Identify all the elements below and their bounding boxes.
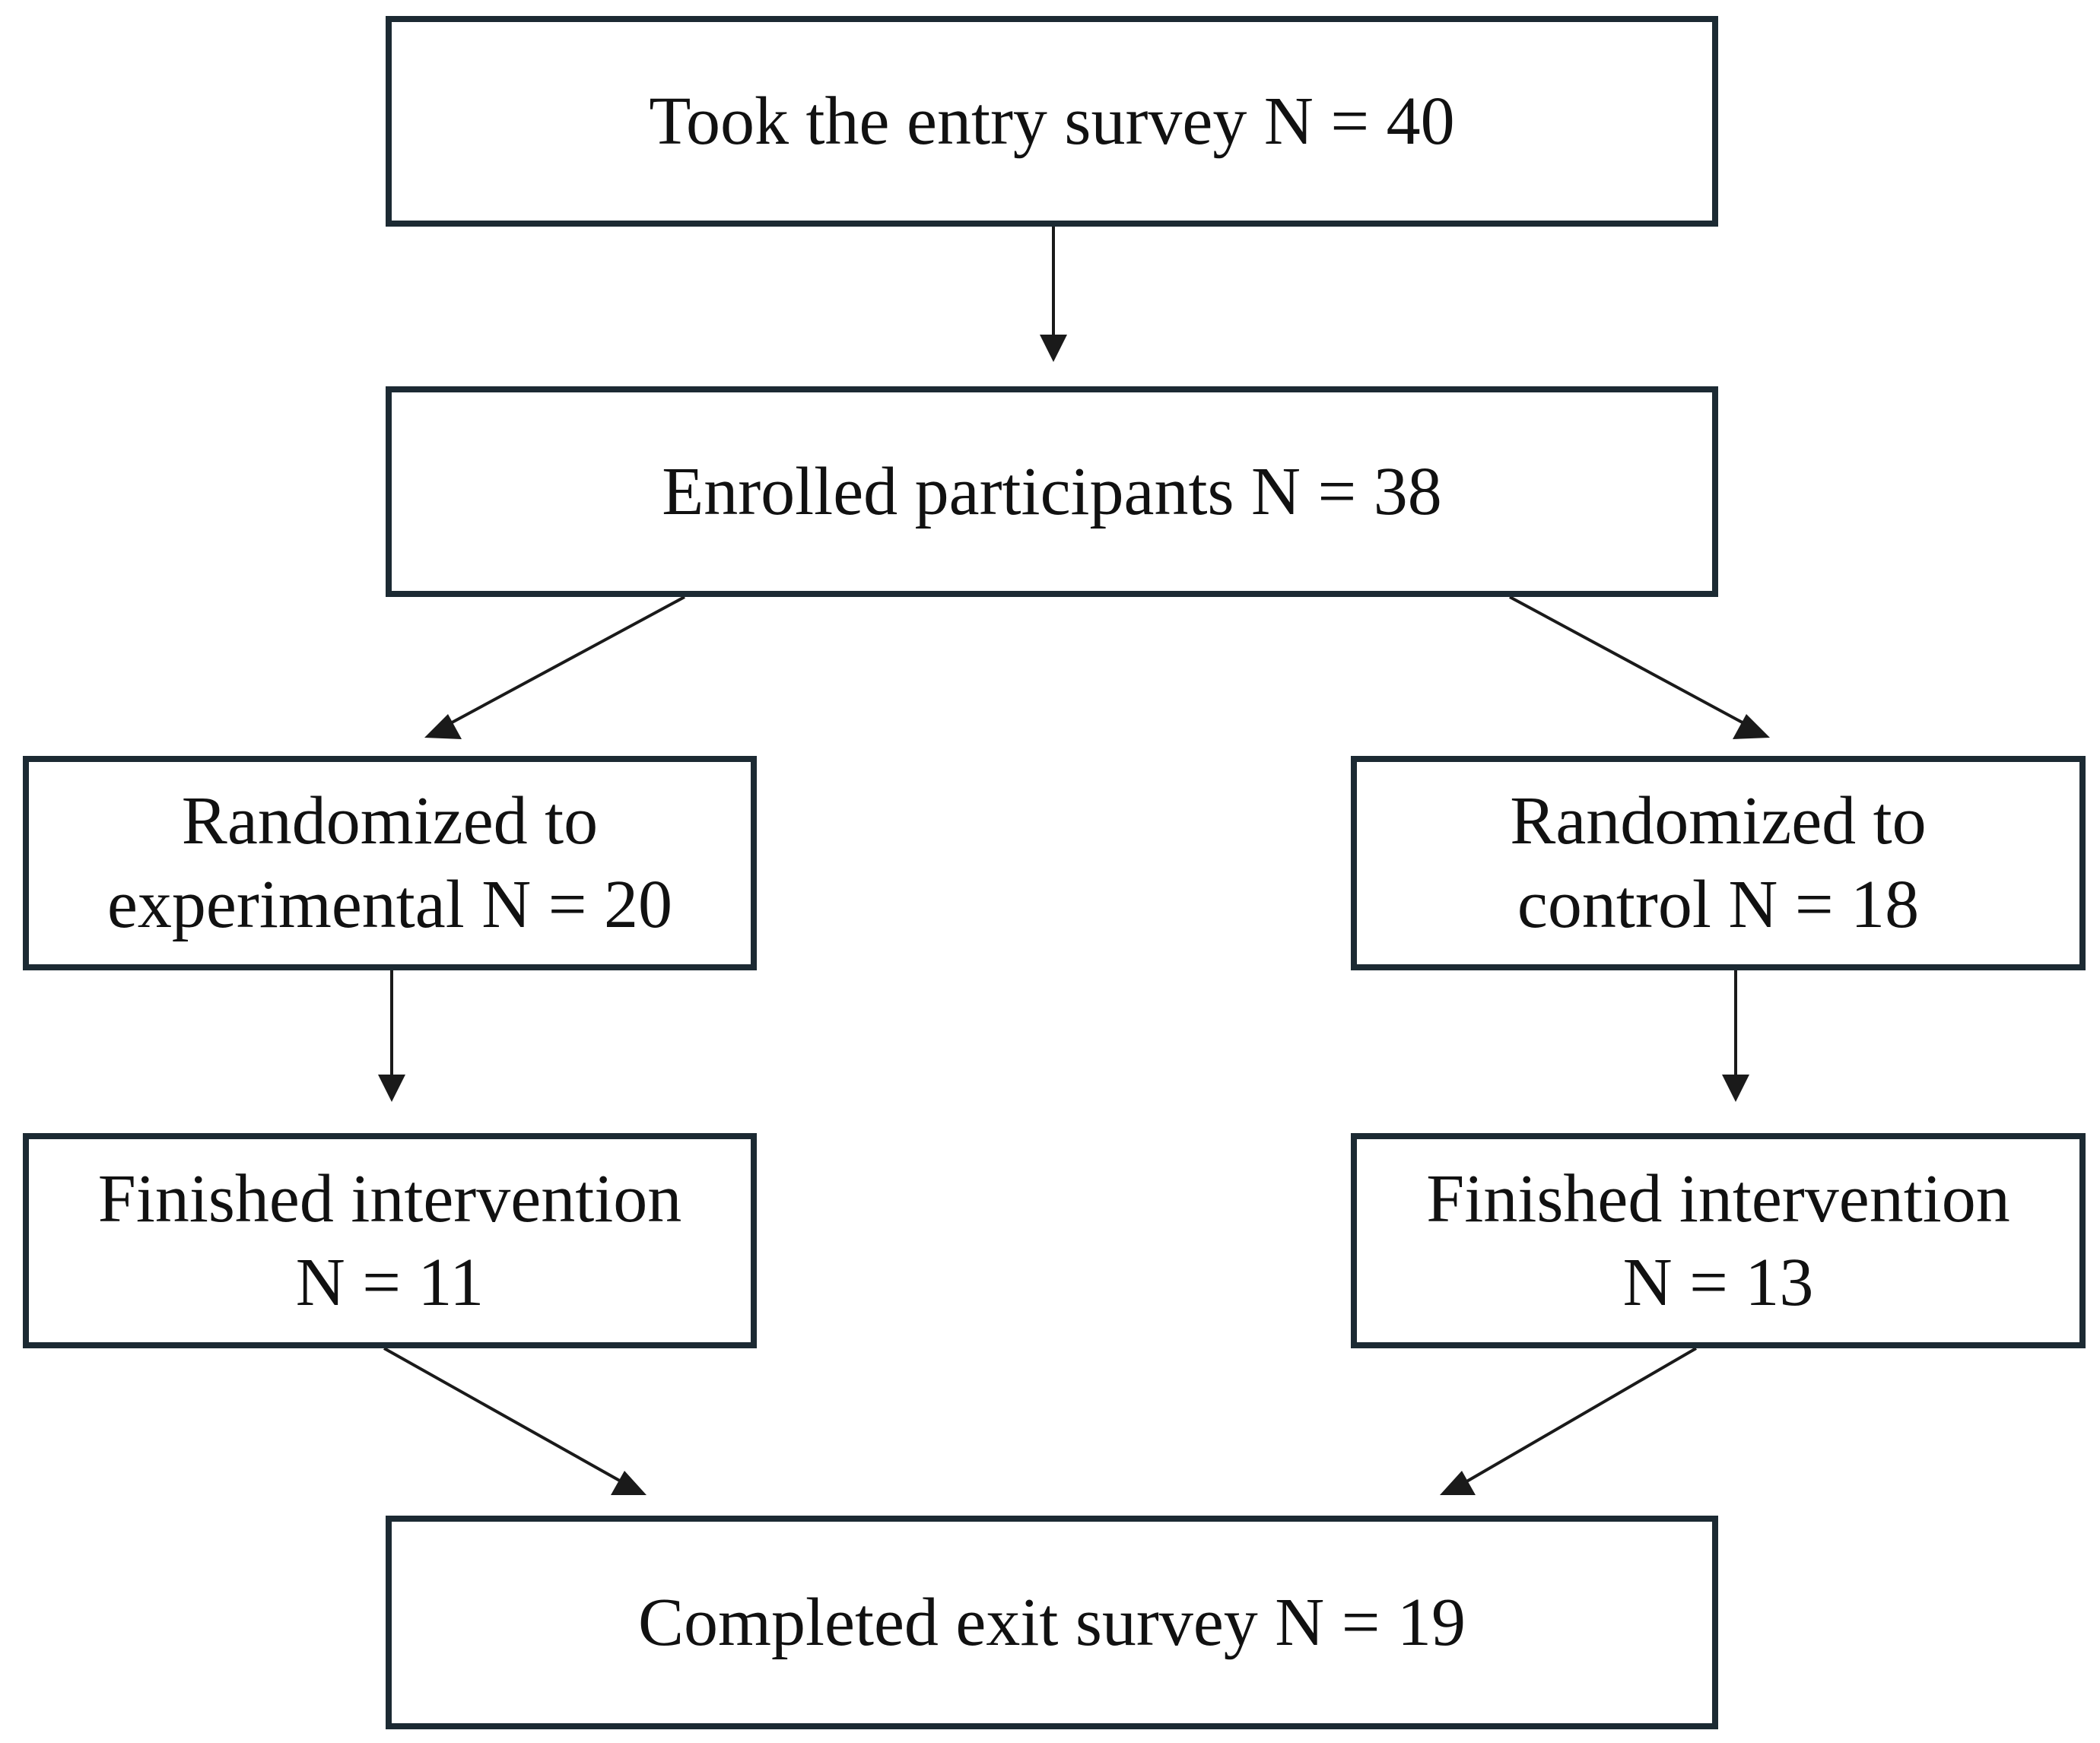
- exit-survey-box: Completed exit survey N = 19: [386, 1516, 1718, 1729]
- finished-control-label-line2: N = 13: [1622, 1244, 1814, 1320]
- control-group-label-line2: control N = 18: [1517, 867, 1920, 942]
- arrow-enrolled-to-control: [1509, 595, 1770, 739]
- experimental-group-box: Randomized to experimental N = 20: [23, 756, 757, 970]
- arrow-entry-to-enrolled: [1040, 227, 1067, 362]
- entry-survey-label: Took the entry survey N = 40: [649, 83, 1455, 159]
- arrow-finished-control-to-exit: [1440, 1347, 1698, 1495]
- finished-experimental-label-line2: N = 11: [295, 1244, 484, 1320]
- entry-survey-box: Took the entry survey N = 40: [386, 16, 1718, 227]
- arrow-finished-experimental-to-exit: [383, 1347, 647, 1495]
- finished-experimental-label-line1: Finished intervention: [97, 1160, 682, 1237]
- arrow-experimental-to-finished: [378, 970, 405, 1102]
- finished-control-label-line1: Finished intervention: [1426, 1160, 2010, 1237]
- exit-survey-label: Completed exit survey N = 19: [637, 1584, 1466, 1660]
- arrow-control-to-finished: [1722, 970, 1749, 1102]
- enrolled-participants-box: Enrolled participants N = 38: [386, 386, 1718, 597]
- control-group-box: Randomized to control N = 18: [1351, 756, 2086, 970]
- enrolled-participants-label: Enrolled participants N = 38: [662, 453, 1442, 529]
- finished-control-box: Finished intervention N = 13: [1351, 1133, 2086, 1348]
- finished-experimental-box: Finished intervention N = 11: [23, 1133, 757, 1348]
- experimental-group-label-line2: experimental N = 20: [106, 867, 673, 942]
- arrow-enrolled-to-experimental: [424, 595, 685, 739]
- experimental-group-label-line1: Randomized to: [181, 783, 599, 859]
- control-group-label-line1: Randomized to: [1510, 783, 1927, 859]
